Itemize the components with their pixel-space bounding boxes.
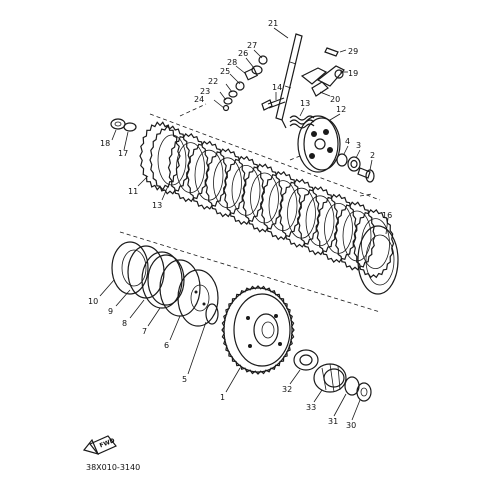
- lever-assembly: [300, 65, 345, 97]
- bearing-group: [293, 349, 372, 402]
- callout-8: 8: [122, 319, 127, 328]
- clutch-plate: [297, 186, 339, 256]
- callout-22: 22: [208, 77, 218, 86]
- nut-washer: [110, 118, 137, 132]
- clutch-plate: [334, 201, 376, 271]
- callout-4: 4: [345, 137, 350, 146]
- clutch-plate-inner: [213, 157, 242, 209]
- clutch-plate-inner: [305, 195, 335, 247]
- clutch-plate-inner: [157, 134, 187, 186]
- clutch-boss-group: [111, 241, 219, 327]
- release-parts: [336, 153, 375, 183]
- callout-25: 25: [220, 67, 230, 76]
- pressure-plate: [297, 115, 341, 173]
- callout-20: 20: [330, 95, 340, 104]
- callout-2: 2: [370, 151, 375, 160]
- callout-28: 28: [227, 58, 237, 67]
- catalog-code: 38X010-3140: [86, 463, 140, 472]
- clutch-plate-stack: [139, 121, 399, 295]
- callout-17: 17: [118, 149, 128, 158]
- clutch-plate-last-inner: [365, 234, 395, 286]
- clutch-plate: [167, 132, 210, 203]
- guide-lines: [119, 103, 381, 313]
- fwd-arrow: FWD: [82, 435, 117, 455]
- callout-31: 31: [328, 417, 338, 426]
- callout-11: 11: [128, 187, 138, 196]
- bolt-29: [324, 47, 339, 57]
- callout-7: 7: [142, 327, 147, 336]
- clutch-plate: [260, 170, 302, 241]
- clutch-plate: [315, 193, 358, 264]
- clutch-plate: [278, 178, 321, 248]
- clutch-plate: [149, 125, 191, 195]
- clutch-plate: [352, 208, 395, 279]
- clutch-plate: [223, 155, 265, 226]
- callout-18: 18: [100, 139, 110, 148]
- callout-9: 9: [108, 307, 113, 316]
- callout-labels: 21 27 26 28 25 22 23 24 29 19 20 14 13 1…: [88, 19, 392, 430]
- callout-32: 32: [282, 385, 292, 394]
- leader-lines: [99, 27, 389, 421]
- clutch-plate: [241, 163, 284, 233]
- clutch-plate-inner: [324, 202, 353, 254]
- callout-30: 30: [346, 421, 356, 430]
- callout-12: 12: [336, 105, 346, 114]
- clutch-plate-last: [357, 225, 399, 295]
- push-rod: [275, 33, 303, 129]
- clutch-plate-inner: [194, 149, 224, 201]
- callout-21: 21: [268, 19, 278, 28]
- callout-24: 24: [194, 95, 204, 104]
- callout-26: 26: [238, 49, 248, 58]
- primary-driven-gear: [221, 285, 295, 375]
- callout-13-mid: 13: [152, 201, 162, 210]
- clutch-plate-inner: [250, 172, 279, 224]
- callout-13-top: 13: [300, 99, 310, 108]
- callout-33: 33: [306, 403, 316, 412]
- clutch-plate: [204, 148, 247, 218]
- callout-10: 10: [88, 297, 98, 306]
- callout-16: 16: [382, 211, 392, 220]
- callout-29: 29: [348, 47, 358, 56]
- callout-6: 6: [164, 341, 169, 350]
- callout-14: 14: [272, 83, 282, 92]
- callout-5: 5: [182, 375, 187, 384]
- clutch-plate-inner: [361, 218, 390, 270]
- gear-teeth: [221, 285, 295, 375]
- callout-23: 23: [200, 87, 210, 96]
- clutch-plate-inner: [231, 164, 261, 216]
- callout-19: 19: [348, 69, 358, 78]
- callout-3: 3: [356, 141, 361, 150]
- callout-27: 27: [247, 41, 257, 50]
- callout-1: 1: [220, 393, 225, 402]
- bolt-14: [261, 97, 286, 111]
- clutch-plate: [186, 140, 228, 210]
- clutch-plate-inner: [287, 187, 316, 239]
- clutch-plate-inner: [268, 180, 298, 232]
- clutch-plate-inner: [176, 142, 205, 194]
